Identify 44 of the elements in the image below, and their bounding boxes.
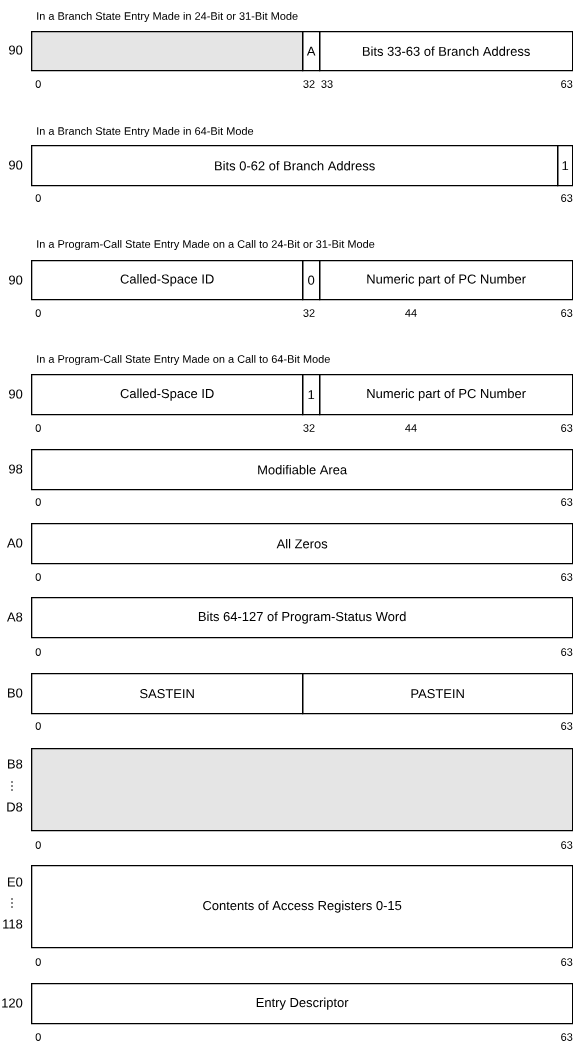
register-field: Contents of Access Registers 0-15 bbox=[31, 865, 573, 949]
bit-position: 63 bbox=[561, 194, 573, 202]
register-field: Bits 64-127 of Program-Status Word bbox=[31, 597, 573, 639]
bit-position: 32 bbox=[303, 424, 315, 432]
bit-position: 63 bbox=[561, 648, 573, 656]
vertical-ellipsis: ⋮ bbox=[11, 781, 13, 791]
register-field: 1 bbox=[557, 145, 573, 187]
bit-position: 0 bbox=[35, 722, 41, 730]
register-field: SASTEIN bbox=[31, 673, 304, 715]
bit-position: 63 bbox=[561, 722, 573, 730]
bit-position: 63 bbox=[561, 958, 573, 966]
format-heading: In a Program-Call State Entry Made on a Call to 24-Bit or 31-Bit Mode bbox=[37, 239, 375, 251]
register-field: Numeric part of PC Number bbox=[319, 260, 573, 301]
bit-position: 33 bbox=[321, 80, 333, 88]
format-heading: In a Program-Call State Entry Made on a Call to 64-Bit Mode bbox=[37, 354, 330, 366]
vertical-ellipsis: ⋮ bbox=[11, 898, 13, 908]
register-field: All Zeros bbox=[31, 523, 573, 565]
register-field: Entry Descriptor bbox=[31, 983, 573, 1025]
bit-position: 63 bbox=[561, 573, 573, 581]
bit-position: 0 bbox=[35, 424, 41, 432]
register-field: 0 bbox=[302, 260, 321, 301]
register-field: Bits 0-62 of Branch Address bbox=[31, 145, 559, 187]
reserved-field bbox=[31, 31, 304, 72]
register-field: A bbox=[302, 31, 321, 72]
bit-position: 63 bbox=[561, 424, 573, 432]
register-field: Called-Space ID bbox=[31, 374, 304, 416]
bit-position: 63 bbox=[561, 841, 573, 849]
bit-position: 32 bbox=[303, 309, 315, 317]
register-field: PASTEIN bbox=[302, 673, 573, 715]
bit-position: 0 bbox=[35, 498, 41, 506]
bit-position: 32 bbox=[303, 80, 315, 88]
bit-position: 0 bbox=[35, 841, 41, 849]
reserved-field bbox=[31, 748, 573, 832]
register-field: Bits 33-63 of Branch Address bbox=[319, 31, 573, 72]
register-field: Modifiable Area bbox=[31, 449, 573, 491]
bit-position: 44 bbox=[405, 424, 417, 432]
register-field: 1 bbox=[302, 374, 321, 416]
bit-position: 63 bbox=[561, 498, 573, 506]
bit-position: 0 bbox=[35, 958, 41, 966]
bit-position: 0 bbox=[35, 573, 41, 581]
bit-position: 0 bbox=[35, 648, 41, 656]
register-field: Called-Space ID bbox=[31, 260, 304, 301]
register-field: Numeric part of PC Number bbox=[319, 374, 573, 416]
format-heading: In a Branch State Entry Made in 24-Bit or 31-Bit Mode bbox=[37, 11, 298, 23]
